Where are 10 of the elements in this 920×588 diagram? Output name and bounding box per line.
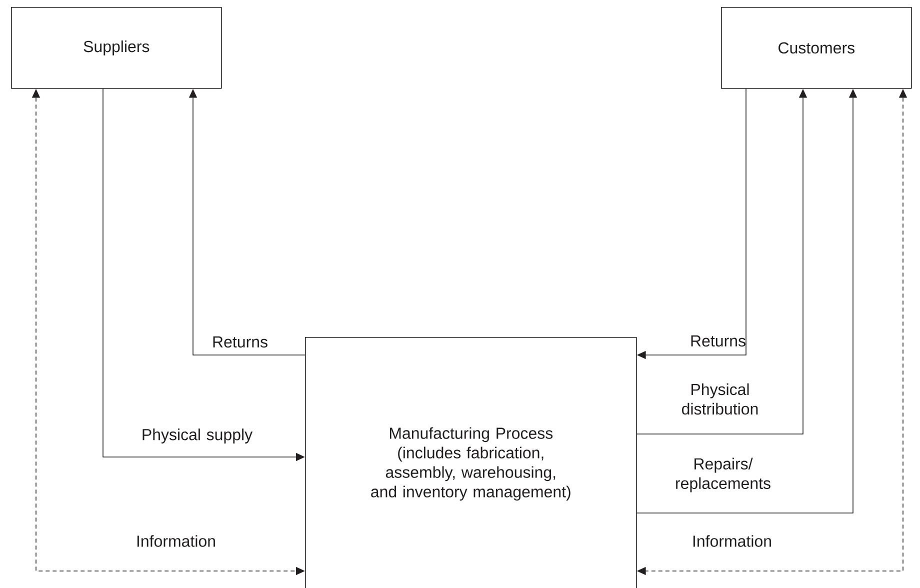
edge-label: Repairs/ replacements — [676, 458, 770, 492]
edge-label: Returns — [213, 336, 268, 348]
process-box: Customers — [721, 7, 912, 89]
process-box: Suppliers — [11, 7, 222, 89]
edge-label: Information — [137, 535, 215, 547]
edge-label: Physical distribution — [682, 383, 758, 415]
edge-label: Returns — [691, 335, 746, 347]
process-box: Manufacturing Process (includes fabrication, assembly, warehousing, and inventory management) — [305, 337, 637, 588]
edge-label: Information — [693, 535, 771, 547]
edge-label: Physical supply — [142, 428, 253, 444]
